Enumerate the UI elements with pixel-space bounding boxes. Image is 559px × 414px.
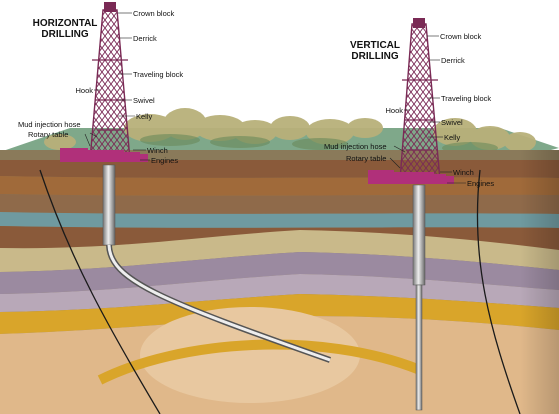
v-label-swivel: Swivel <box>441 118 463 127</box>
h-label-hook: Hook <box>75 86 93 95</box>
vertical-rig-equipment <box>368 170 454 184</box>
v-label-traveling-block: Traveling block <box>441 94 492 103</box>
vertical-drilling-title: VERTICAL DRILLING <box>342 40 408 62</box>
vertical-title-line-2: DRILLING <box>351 51 399 62</box>
horizontal-title-line-2: DRILLING <box>41 29 89 40</box>
horizontal-derrick <box>89 2 131 161</box>
vertical-leader-lines <box>389 35 466 184</box>
v-label-rotary-table: Rotary table <box>346 154 387 163</box>
v-label-derrick: Derrick <box>441 56 465 65</box>
h-label-derrick: Derrick <box>133 34 157 43</box>
v-label-hook: Hook <box>385 106 403 115</box>
v-label-engines: Engines <box>467 179 495 188</box>
horizontal-rig-equipment <box>60 148 148 162</box>
horizontal-wellbore <box>102 164 331 363</box>
h-label-mud-injection-hose: Mud injection hose <box>18 120 81 129</box>
h-label-crown-block: Crown block <box>133 9 175 18</box>
h-label-rotary-table: Rotary table <box>28 130 69 139</box>
v-label-crown-block: Crown block <box>440 32 482 41</box>
h-label-swivel: Swivel <box>133 96 155 105</box>
v-label-mud-injection-hose: Mud injection hose <box>324 142 387 151</box>
rock-strata <box>0 150 559 414</box>
h-label-engines: Engines <box>151 156 179 165</box>
v-label-kelly: Kelly <box>444 133 461 142</box>
horizontal-title-line-1: HORIZONTAL <box>32 18 98 29</box>
vertical-title-line-1: VERTICAL <box>350 40 400 51</box>
vertical-wellbore <box>412 184 426 411</box>
h-label-traveling-block: Traveling block <box>133 70 184 79</box>
h-label-kelly: Kelly <box>136 112 153 121</box>
h-label-winch: Winch <box>147 146 168 155</box>
horizontal-drilling-title: HORIZONTAL DRILLING <box>30 18 100 40</box>
v-label-winch: Winch <box>453 168 474 177</box>
horizontal-leader-lines <box>84 12 150 161</box>
